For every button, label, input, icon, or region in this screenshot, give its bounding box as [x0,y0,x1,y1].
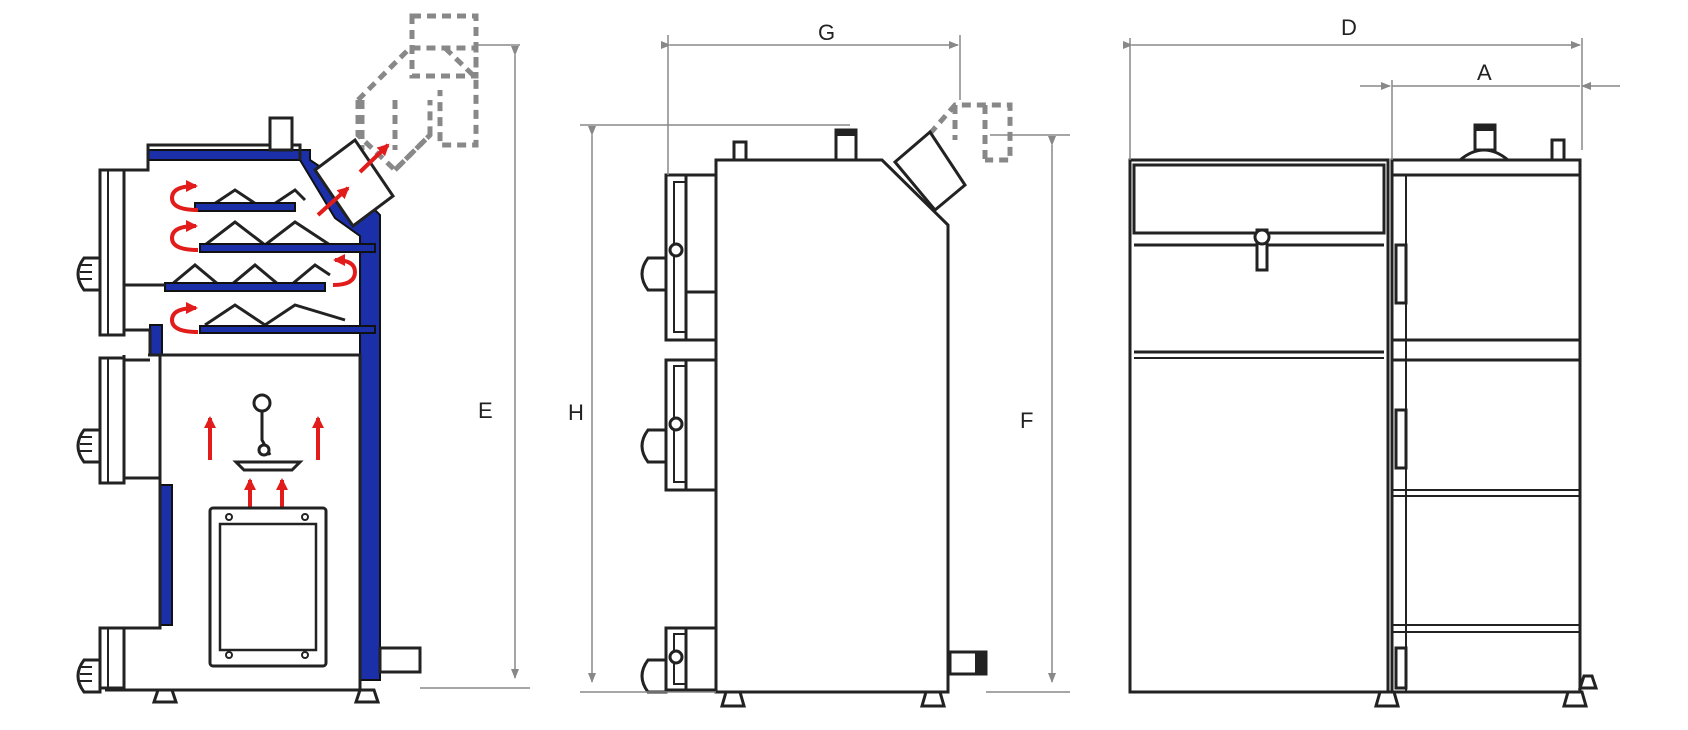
draught-regulator [232,393,304,472]
dimension-a: A [1360,60,1620,160]
water-jacket-lower [159,484,173,626]
dimension-label-d: D [1341,15,1357,40]
ash-door [208,506,328,668]
dimension-label-g: G [818,20,835,45]
return-pipe [378,646,422,674]
flue-pipe [312,137,396,229]
front-doors [98,168,126,690]
flue-pipe-outline [355,13,479,174]
side-door-handles [640,242,684,694]
dimension-label-e: E [478,398,493,423]
dimension-g: G [661,20,961,175]
side-body [714,158,950,694]
dimension-label-a: A [1477,60,1492,85]
rear-right-panel [1390,158,1582,694]
dimension-f: F [986,134,1070,693]
side-flue-pipe [892,129,967,213]
side-view [640,102,1013,708]
dimension-h: H [568,124,850,693]
dimension-label-f: F [1020,408,1033,433]
dimension-e: E [420,44,530,689]
dimension-label-h: H [568,400,584,425]
rear-view [1128,123,1599,708]
foot [353,688,381,704]
dimension-d: D [1123,15,1583,160]
foot [151,688,179,704]
chimney-stub [268,116,294,152]
door-handles [76,256,102,694]
sectional-view [76,13,479,704]
heat-exchanger-baffles [124,188,376,334]
